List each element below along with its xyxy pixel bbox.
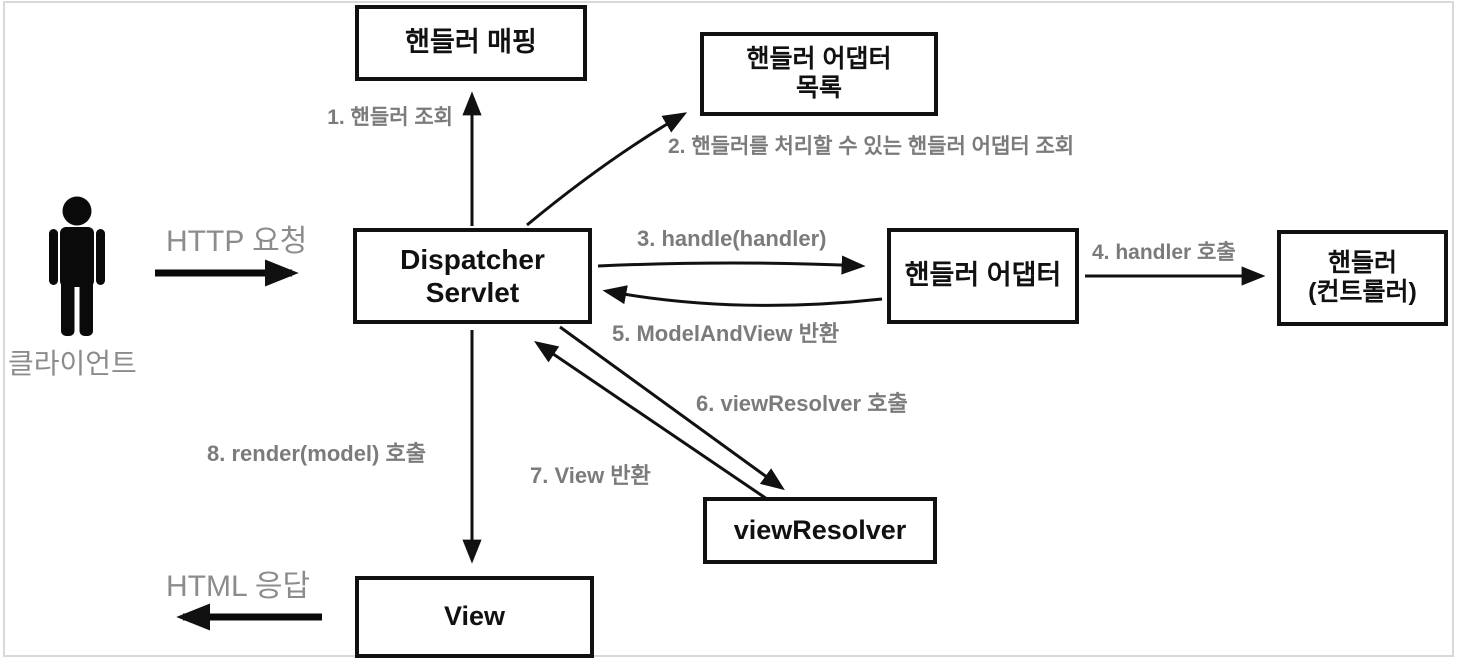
handler-controller-box: 핸들러 (컨트롤러) xyxy=(1277,230,1448,326)
step7-label: 7. View 반환 xyxy=(530,463,651,488)
arrow-step6-viewresolver-call xyxy=(559,325,785,491)
arrow-step2-adapter-lookup xyxy=(526,112,688,227)
step2-label: 2. 핸들러를 처리할 수 있는 핸들러 어댑터 조회 xyxy=(668,135,1075,158)
http-request-label: HTTP 요청 xyxy=(166,225,308,258)
person-icon xyxy=(49,196,105,336)
dispatcher-servlet-box: Dispatcher Servlet xyxy=(353,228,592,324)
html-response-label: HTML 응답 xyxy=(166,570,311,603)
handler-controller-label-line2: (컨트롤러) xyxy=(1308,278,1417,306)
handler-adapter-list-label-line1: 핸들러 어댑터 xyxy=(746,44,892,73)
step1-label: 1. 핸들러 조회 xyxy=(327,106,453,129)
view-box: View xyxy=(355,576,594,658)
handler-controller-label-line1: 핸들러 xyxy=(1327,248,1397,277)
step3-label: 3. handle(handler) xyxy=(637,226,827,251)
view-resolver-box: viewResolver xyxy=(703,497,937,564)
arrow-step7-view-return xyxy=(534,340,771,503)
arrow-step5-modelandview-return xyxy=(602,285,883,307)
handler-adapter-box: 핸들러 어댑터 xyxy=(887,228,1079,324)
step5-label: 5. ModelAndView 반환 xyxy=(612,321,840,346)
step4-label: 4. handler 호출 xyxy=(1092,241,1236,264)
arrow-step3-handle xyxy=(597,255,866,275)
step6-label: 6. viewResolver 호출 xyxy=(696,391,908,416)
handler-adapter-label: 핸들러 어댑터 xyxy=(904,260,1062,291)
view-resolver-label: viewResolver xyxy=(733,514,907,545)
view-label: View xyxy=(443,601,506,632)
handler-mapping-label: 핸들러 매핑 xyxy=(405,27,537,58)
client-actor-label: 클라이언트 xyxy=(8,348,137,379)
handler-mapping-box: 핸들러 매핑 xyxy=(355,5,587,81)
handler-adapter-list-label-line2: 목록 xyxy=(795,74,842,102)
dispatcher-servlet-label-line1: Dispatcher xyxy=(400,243,545,275)
handler-adapter-list-box: 핸들러 어댑터 목록 xyxy=(700,32,938,116)
dispatcher-servlet-label-line2: Servlet xyxy=(425,277,520,308)
step8-label: 8. render(model) 호출 xyxy=(207,441,426,466)
